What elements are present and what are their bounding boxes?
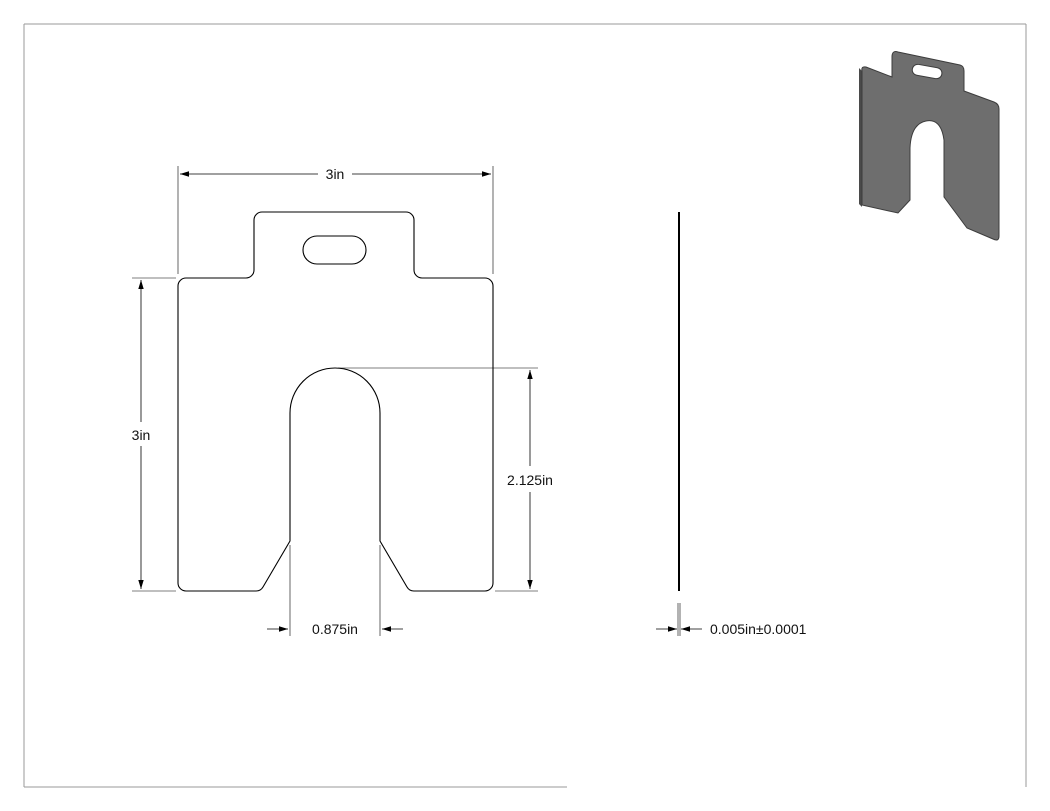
dim-slot-depth: 2.125in xyxy=(338,367,553,592)
iso-edge-side xyxy=(859,68,862,207)
dim-left-height: 3in xyxy=(132,277,176,592)
shim-isometric-view xyxy=(859,51,1000,241)
dim-top-width: 3in xyxy=(177,166,494,274)
iso-face xyxy=(861,51,1000,241)
dim-slot-width-label: 0.875in xyxy=(312,621,358,637)
hanger-slot-hole xyxy=(302,235,367,265)
dim-top-width-label: 3in xyxy=(326,166,345,182)
dim-thickness-label: 0.005in±0.0001 xyxy=(710,621,807,637)
dim-slot-width: 0.875in xyxy=(267,545,403,637)
dim-left-height-label: 3in xyxy=(132,427,151,443)
iso-hanger-slot xyxy=(911,63,943,80)
shim-outline xyxy=(177,211,494,592)
drawing-frame xyxy=(23,23,1027,788)
shim-front-view xyxy=(177,211,494,592)
dim-slot-depth-label: 2.125in xyxy=(507,472,553,488)
dim-thickness: 0.005in±0.0001 xyxy=(656,603,807,637)
